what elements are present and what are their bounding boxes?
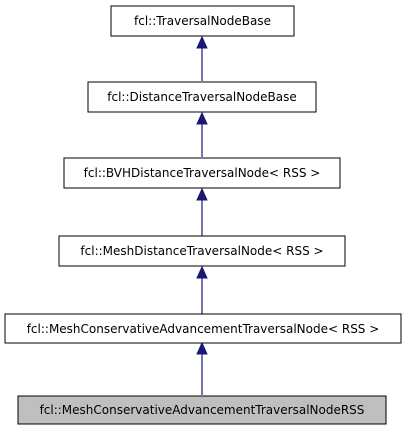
class-node-label: fcl::TraversalNodeBase <box>134 14 271 28</box>
class-node-label: fcl::MeshConservativeAdvancementTraversa… <box>40 403 365 417</box>
class-node-mesh-conservative-advancement-traversal-node-rss: fcl::MeshConservativeAdvancementTraversa… <box>17 395 387 425</box>
class-node-distance-traversal-node-base[interactable]: fcl::DistanceTraversalNodeBase <box>87 81 317 113</box>
class-node-label: fcl::BVHDistanceTraversalNode< RSS > <box>84 166 321 180</box>
class-node-traversal-node-base[interactable]: fcl::TraversalNodeBase <box>110 5 295 37</box>
edge-distance-to-traversal <box>196 35 208 81</box>
class-node-mesh-distance-traversal-node[interactable]: fcl::MeshDistanceTraversalNode< RSS > <box>58 235 346 267</box>
class-node-mesh-conservative-advancement-traversal-node[interactable]: fcl::MeshConservativeAdvancementTraversa… <box>4 313 402 344</box>
class-node-label: fcl::DistanceTraversalNodeBase <box>107 90 296 104</box>
class-node-bvh-distance-traversal-node[interactable]: fcl::BVHDistanceTraversalNode< RSS > <box>63 157 341 189</box>
edge-mesh-distance-to-bvh <box>196 187 208 236</box>
class-node-label: fcl::MeshConservativeAdvancementTraversa… <box>27 322 380 336</box>
class-node-label: fcl::MeshDistanceTraversalNode< RSS > <box>80 244 323 258</box>
inheritance-edges <box>196 35 208 395</box>
edge-bvh-to-distance <box>196 111 208 157</box>
edge-rss-to-conservative <box>196 341 208 395</box>
edge-conservative-to-mesh-distance <box>196 265 208 314</box>
